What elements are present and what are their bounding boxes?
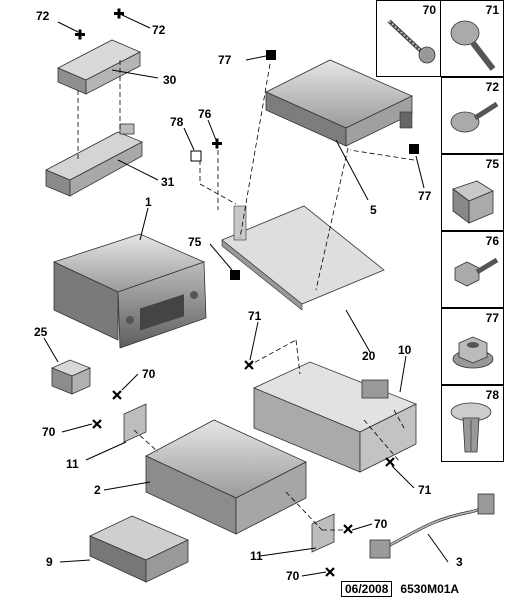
fastener-box-78: 78 [441, 385, 504, 462]
dash-lines-11 [133, 429, 346, 531]
marker-cross-70a [112, 390, 122, 400]
fastener-label-70: 70 [422, 3, 436, 17]
marker-open-square-78 [190, 150, 202, 162]
dash-lines-20 [199, 63, 415, 291]
fastener-label-76: 76 [485, 234, 499, 248]
callout-72-right: 72 [152, 23, 166, 37]
callout-30: 30 [163, 73, 177, 87]
part-30-module [57, 39, 141, 95]
fastener-box-77: 77 [441, 308, 504, 385]
callout-78: 78 [170, 115, 184, 129]
callout-71-right: 71 [418, 483, 432, 497]
marker-square-77a [266, 50, 276, 60]
part-3-harness [369, 493, 495, 559]
marker-cross-71b [385, 457, 395, 467]
marker-plus-72b [114, 8, 124, 19]
self-tapping-screw-icon [450, 101, 499, 133]
callout-9: 9 [46, 555, 53, 569]
push-clip-icon [450, 402, 492, 453]
marker-cross-70d [325, 567, 335, 577]
fastener-cell-70: 70 [377, 1, 441, 76]
callout-75: 75 [188, 235, 202, 249]
callout-70-left: 70 [42, 425, 56, 439]
callout-72-left: 72 [36, 9, 50, 23]
callout-77-right: 77 [418, 189, 432, 203]
part-25-relay [50, 359, 92, 395]
fastener-box-76: 76 [441, 231, 504, 308]
callout-70-bottom: 70 [286, 569, 300, 583]
fastener-label-72: 72 [485, 80, 499, 94]
part-9-card [89, 515, 189, 583]
callout-5: 5 [370, 203, 377, 217]
marker-cross-70b [92, 419, 102, 429]
part-31-bracket [45, 123, 143, 197]
fastener-label-77: 77 [485, 311, 499, 325]
callout-76: 76 [198, 107, 212, 121]
marker-plus-76 [212, 138, 222, 149]
screw-icon [387, 19, 436, 64]
bolt-icon [450, 20, 496, 71]
callout-2: 2 [94, 483, 101, 497]
callout-25: 25 [34, 325, 48, 339]
callout-11-upper: 11 [66, 457, 79, 471]
callout-71-top: 71 [248, 309, 262, 323]
callout-3: 3 [456, 555, 463, 569]
reference-code: 6530M01A [400, 582, 460, 596]
leader-lines [43, 13, 449, 577]
dash-lines-10 [247, 339, 405, 463]
part-10-cage-bracket [253, 361, 417, 473]
callout-11-lower: 11 [250, 549, 263, 563]
callout-31: 31 [161, 175, 175, 189]
callout-20: 20 [362, 349, 376, 363]
part-11-bracket-upper [123, 403, 147, 443]
part-2-nav-unit [145, 419, 307, 535]
fastener-side-panel: 72 75 76 77 78 [441, 0, 504, 462]
callout-10: 10 [398, 343, 412, 357]
marker-cross-70c [343, 524, 353, 534]
fastener-box-75: 75 [441, 154, 504, 231]
fastener-cell-71: 71 [441, 1, 503, 76]
marker-square-75 [230, 270, 240, 280]
reference-footer: 06/2008 6530M01A [341, 581, 459, 597]
callout-1: 1 [145, 195, 152, 209]
fastener-box-72: 72 [441, 77, 504, 154]
fastener-box-70-71: 70 71 [376, 0, 504, 77]
marker-cross-71a [244, 360, 254, 370]
fastener-label-71: 71 [485, 3, 499, 17]
callout-70-right: 70 [374, 517, 388, 531]
callout-77-top: 77 [218, 53, 232, 67]
part-5-amplifier [265, 59, 413, 147]
callout-70-top: 70 [142, 367, 156, 381]
part-20-mounting-plate [221, 205, 385, 311]
marker-plus-72a [75, 29, 85, 40]
part-1-head-unit [52, 233, 207, 349]
marker-square-77b [409, 144, 419, 154]
hex-bolt-icon [454, 257, 499, 287]
clip-nut-icon [452, 180, 494, 224]
fastener-label-75: 75 [485, 157, 499, 171]
reference-date: 06/2008 [341, 581, 393, 597]
fastener-label-78: 78 [485, 388, 499, 402]
flange-nut-icon [452, 336, 494, 369]
part-11-bracket-lower [311, 513, 335, 553]
